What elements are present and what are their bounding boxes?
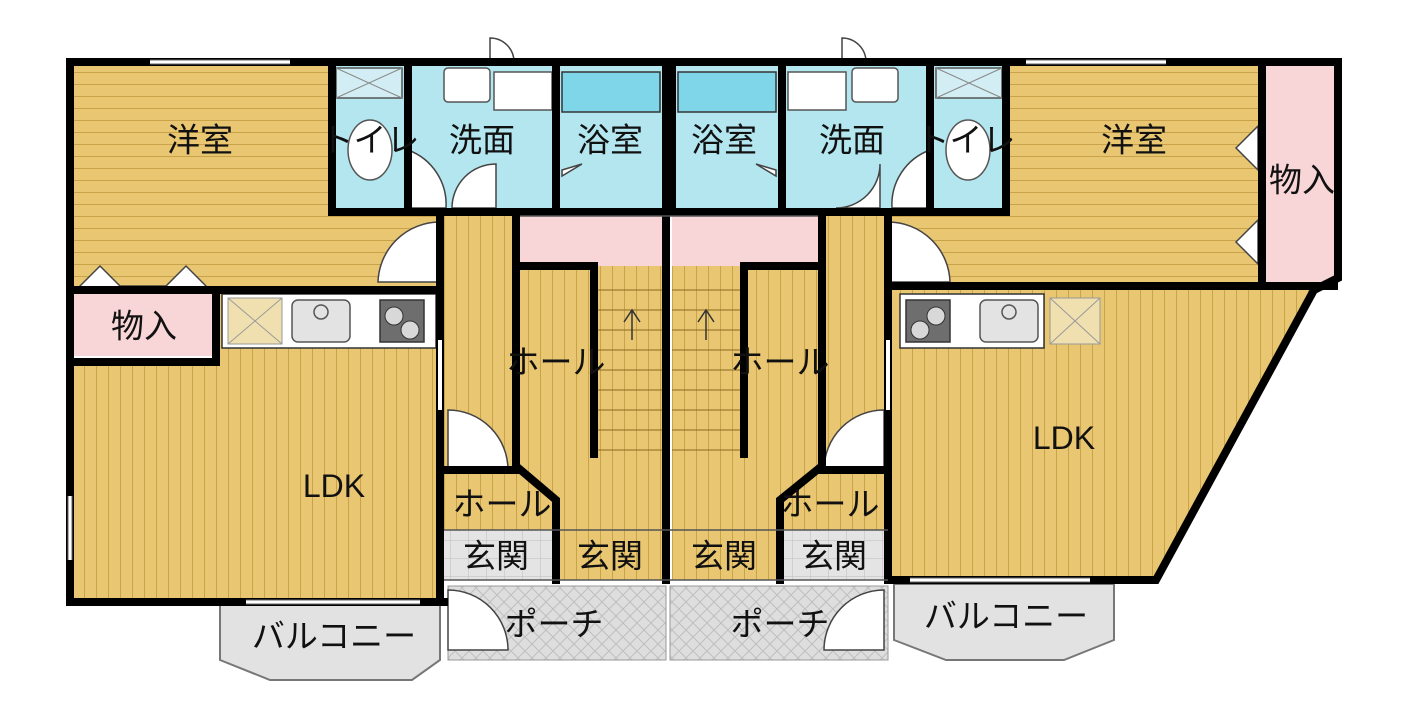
east-storage-floor xyxy=(1266,66,1334,282)
entrance-1-floor xyxy=(444,530,554,580)
west-stair-treads xyxy=(598,289,666,451)
west-washer xyxy=(493,71,553,111)
east-burner-1 xyxy=(910,320,930,340)
west-stair-arrow xyxy=(623,308,641,340)
west-sink-drain xyxy=(313,304,329,320)
west-washbasin xyxy=(443,67,491,103)
east-sink-drain xyxy=(1001,304,1017,320)
west-burner-2 xyxy=(400,320,420,340)
east-toilet-tank-cross xyxy=(935,67,1003,99)
east-toilet-bowl xyxy=(945,119,991,181)
west-fridge-cross xyxy=(227,297,283,345)
east-bedroom-floor xyxy=(888,62,1262,286)
west-storage-floor xyxy=(70,290,216,356)
entrance-4-floor xyxy=(780,530,888,580)
east-sink xyxy=(979,299,1039,343)
east-ldk-floor xyxy=(888,290,1314,580)
east-stair-storage xyxy=(672,216,818,266)
west-bathtub xyxy=(561,71,661,113)
east-burner-2 xyxy=(926,306,946,326)
east-fridge-cross xyxy=(1049,297,1101,345)
east-stair-arrow xyxy=(697,308,715,340)
windows xyxy=(68,60,1166,604)
west-stair-storage xyxy=(520,216,666,266)
west-sink xyxy=(291,299,351,343)
west-burner-1 xyxy=(384,306,404,326)
west-bedroom-floor xyxy=(70,62,440,290)
east-bathtub xyxy=(677,71,777,113)
west-toilet-bowl xyxy=(347,119,393,181)
west-lower-hall-floor xyxy=(444,470,554,530)
west-ldk-floor xyxy=(70,290,440,602)
entrance-3-floor xyxy=(672,530,780,580)
thin-lines xyxy=(444,215,888,581)
west-toilet-tank-cross xyxy=(335,67,403,99)
east-washbasin xyxy=(851,67,899,103)
entrance-2-floor xyxy=(556,530,666,580)
window-frames xyxy=(67,59,1166,605)
west-balcony xyxy=(219,601,441,681)
east-washer xyxy=(787,71,847,111)
east-balcony xyxy=(893,583,1115,661)
